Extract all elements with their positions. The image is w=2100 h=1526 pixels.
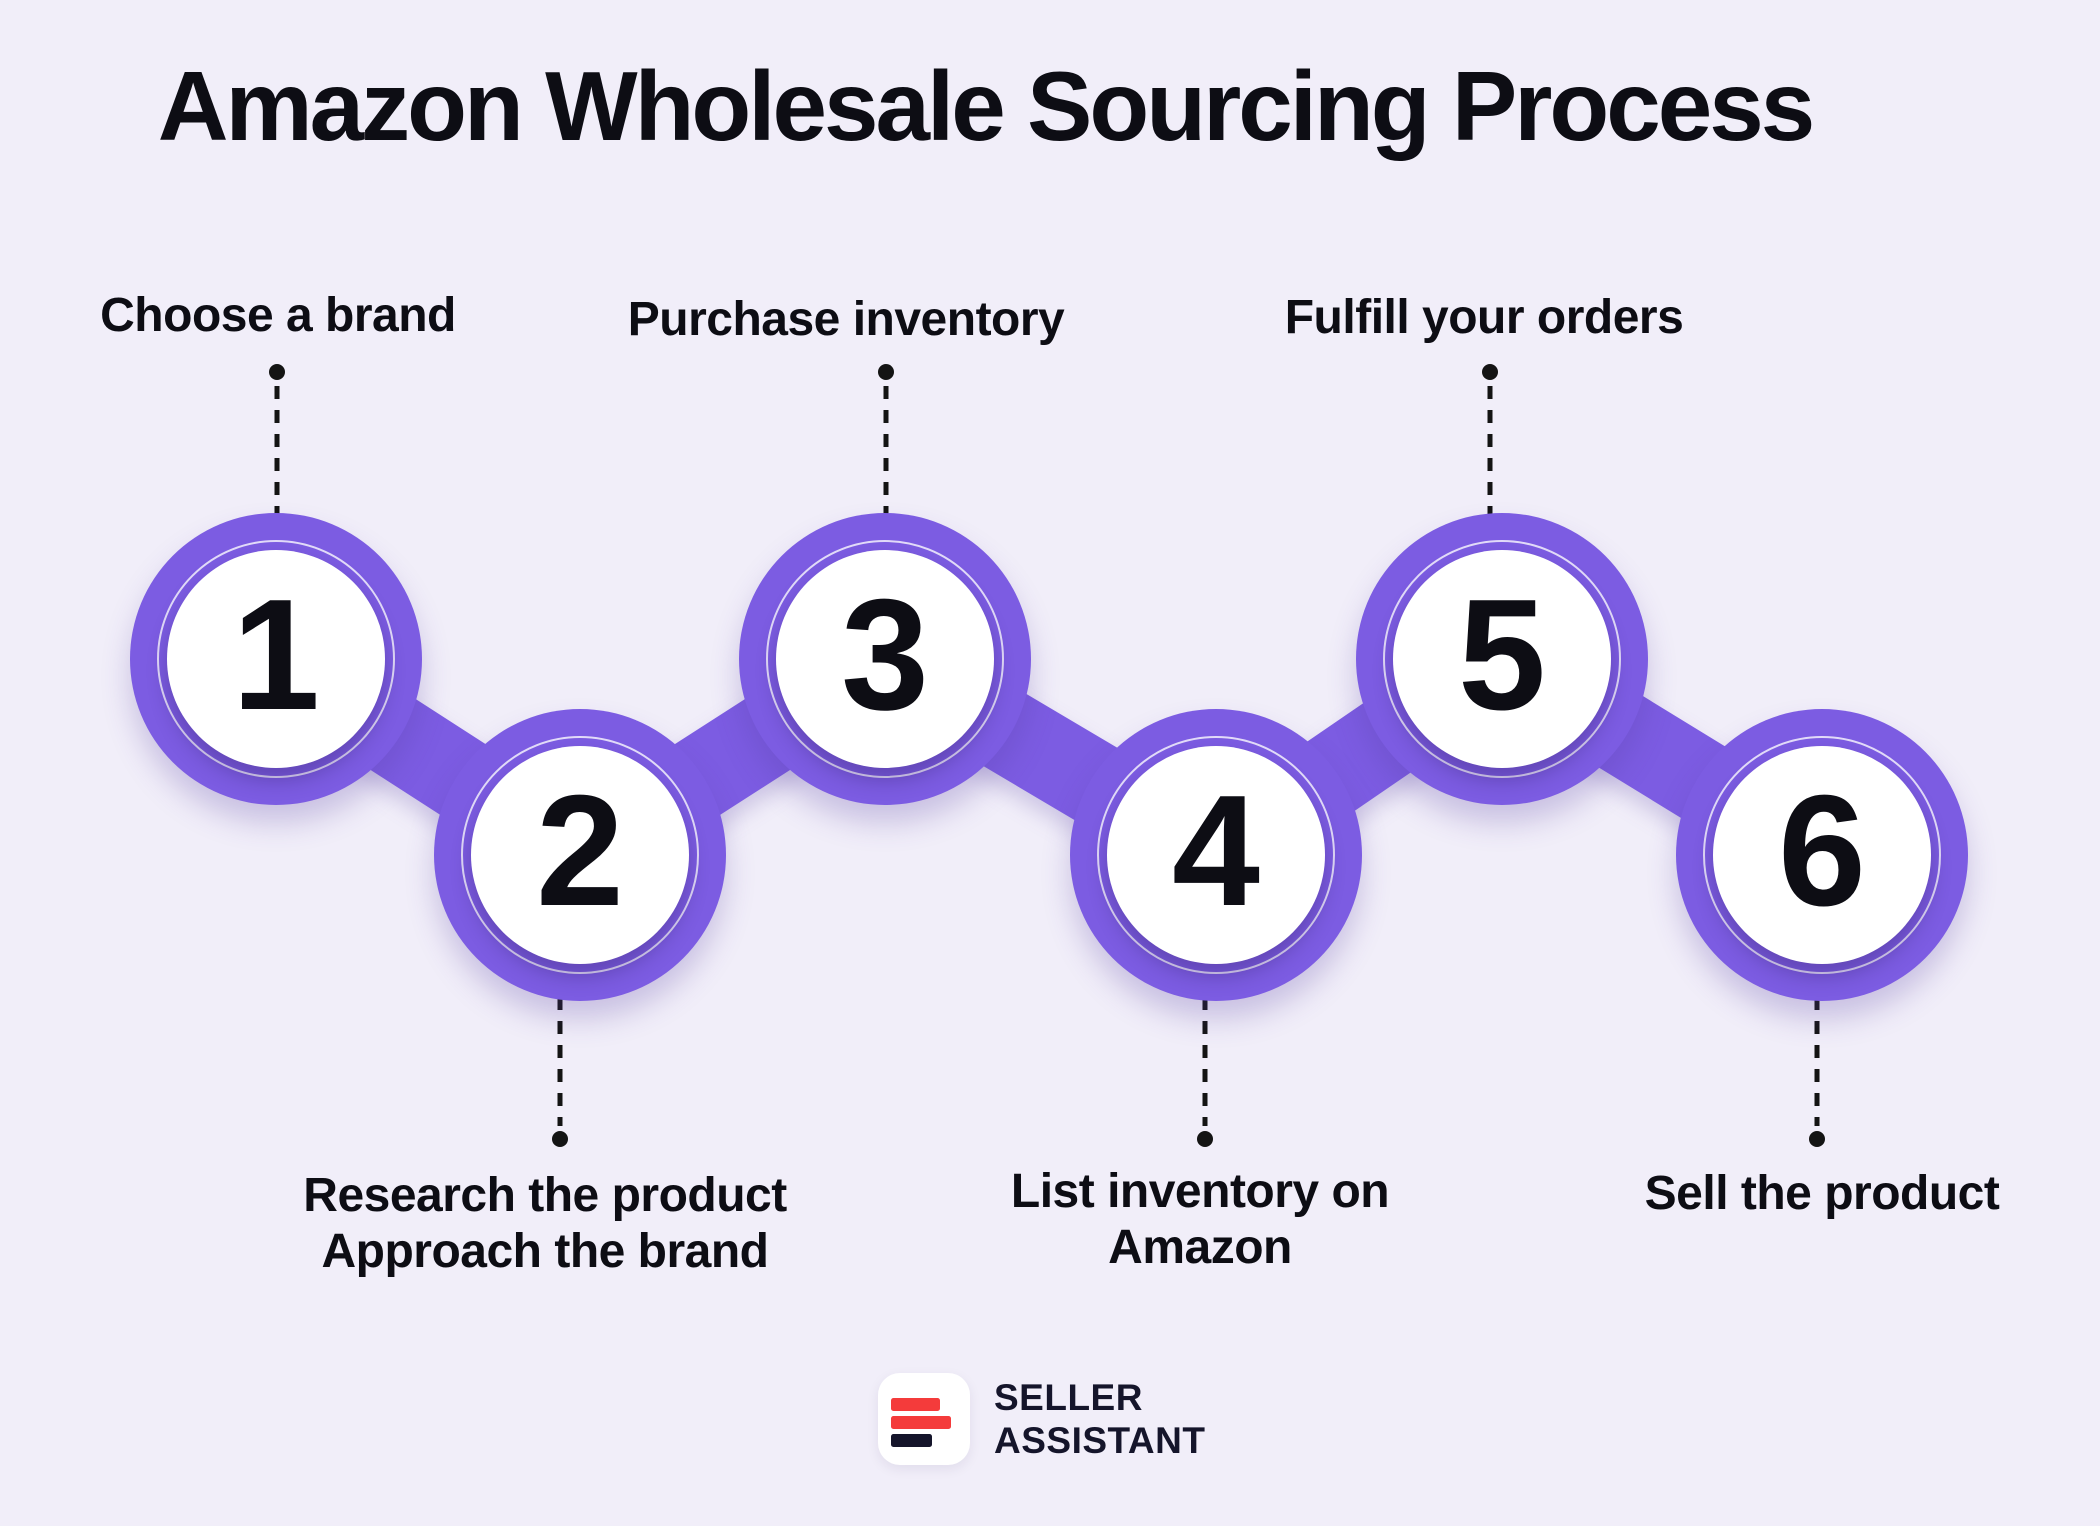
step-label-line: List inventory on <box>1010 1165 1390 1218</box>
step-label-6: Sell the product <box>1645 1166 2000 1222</box>
page-title: Amazon Wholesale Sourcing Process <box>157 51 1816 161</box>
logo-line-2: ASSISTANT <box>994 1420 1206 1461</box>
circle-face: 3 <box>776 550 994 768</box>
step-number: 6 <box>1778 763 1866 939</box>
step-label-line: Research the product <box>303 1169 787 1222</box>
step-circle-3: 3 <box>739 513 1031 805</box>
logo-bar-bottom <box>891 1434 932 1447</box>
dot <box>1197 1131 1213 1147</box>
step-label-1: Choose a brand <box>100 288 456 344</box>
step-label-line: Sell the product <box>1644 1167 2000 1220</box>
seller-assistant-logo: SELLER ASSISTANT <box>878 1373 1205 1465</box>
dot <box>1809 1131 1825 1147</box>
circle-hairline <box>1703 736 1941 974</box>
step-number: 3 <box>841 567 929 743</box>
logo-wordmark: SELLER ASSISTANT <box>994 1376 1205 1462</box>
dot <box>552 1131 568 1147</box>
step-number: 2 <box>536 763 624 939</box>
circle-face: 1 <box>167 550 385 768</box>
step-circle-4: 4 <box>1070 709 1362 1001</box>
step-label-3: Purchase inventory <box>628 292 1065 348</box>
step-label-line: Approach the brand <box>321 1225 769 1278</box>
step-circle-2: 2 <box>434 709 726 1001</box>
step-label-2: Research the product Approach the brand <box>303 1168 787 1280</box>
step-label-5: Fulfill your orders <box>1285 290 1684 346</box>
circle-face: 6 <box>1713 746 1931 964</box>
logo-bar-top <box>891 1398 940 1411</box>
logo-line-1: SELLER <box>994 1377 1143 1418</box>
logo-bar-middle <box>891 1416 951 1429</box>
seller-assistant-icon <box>878 1373 970 1465</box>
step-label-4: List inventory on Amazon <box>1010 1164 1390 1276</box>
circle-hairline <box>157 540 395 778</box>
circle-hairline <box>766 540 1004 778</box>
circle-hairline <box>1097 736 1335 974</box>
circle-face: 4 <box>1107 746 1325 964</box>
step-label-line: Choose a brand <box>100 289 456 342</box>
dot <box>269 364 285 380</box>
circle-hairline <box>461 736 699 974</box>
step-circle-1: 1 <box>130 513 422 805</box>
step-label-line: Purchase inventory <box>627 293 1065 346</box>
step-number: 5 <box>1458 567 1546 743</box>
step-circle-5: 5 <box>1356 513 1648 805</box>
circle-hairline <box>1383 540 1621 778</box>
step-label-line: Amazon <box>1108 1221 1292 1274</box>
step-number: 4 <box>1172 763 1260 939</box>
step-label-line: Fulfill your orders <box>1284 291 1684 344</box>
circle-face: 5 <box>1393 550 1611 768</box>
dot <box>1482 364 1498 380</box>
circle-face: 2 <box>471 746 689 964</box>
step-number: 1 <box>232 567 320 743</box>
dot <box>878 364 894 380</box>
step-circle-6: 6 <box>1676 709 1968 1001</box>
